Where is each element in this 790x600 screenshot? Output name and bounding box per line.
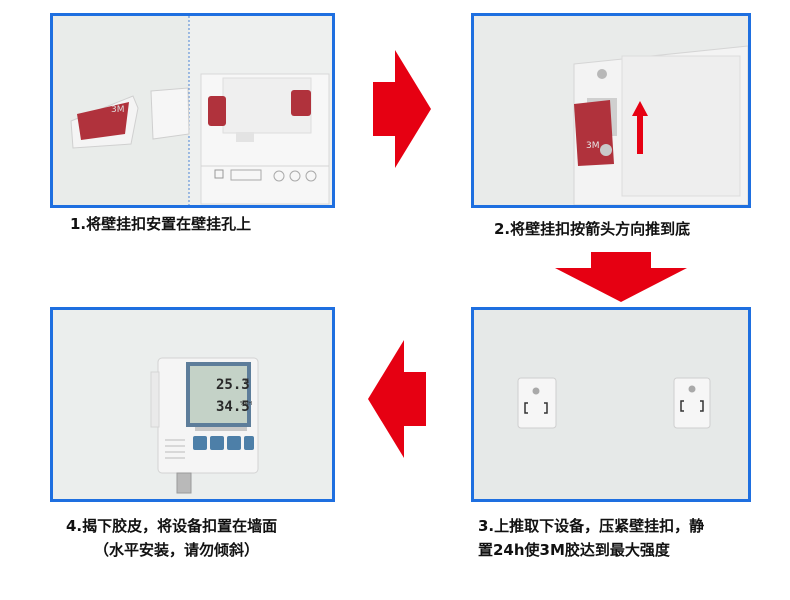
step-4-caption-line1: 4.揭下胶皮，将设备扣置在墙面 [66,517,278,535]
display-temperature: 25.3 [216,377,250,393]
step-1-caption: 1.将壁挂扣安置在壁挂孔上 [70,215,252,233]
arrow-right-icon [373,50,431,168]
arrow-down-icon [555,252,687,302]
display-unit-c: °C [242,378,249,385]
step-4-caption-line2: （水平安装，请勿倾斜） [94,541,260,559]
step-2-photo: 3M [471,13,751,208]
step-3-photo [471,307,751,502]
step-3-caption-line2: 置24h使3M胶达到最大强度 [478,541,670,559]
tape-brand-label-1: 3M [111,105,125,115]
step-1-photo: 3M [50,13,335,208]
display-unit-rh: %RH [240,401,252,407]
step-3-caption-line1: 3.上推取下设备，压紧壁挂扣，静 [478,517,705,535]
tape-brand-label-2: 3M [586,141,600,151]
step-2-caption: 2.将壁挂扣按箭头方向推到底 [494,220,691,238]
arrow-left-icon [368,340,426,458]
display-humidity: 34.5 [216,399,250,415]
step-4-photo: 25.3 °C 34.5 %RH [50,307,335,502]
